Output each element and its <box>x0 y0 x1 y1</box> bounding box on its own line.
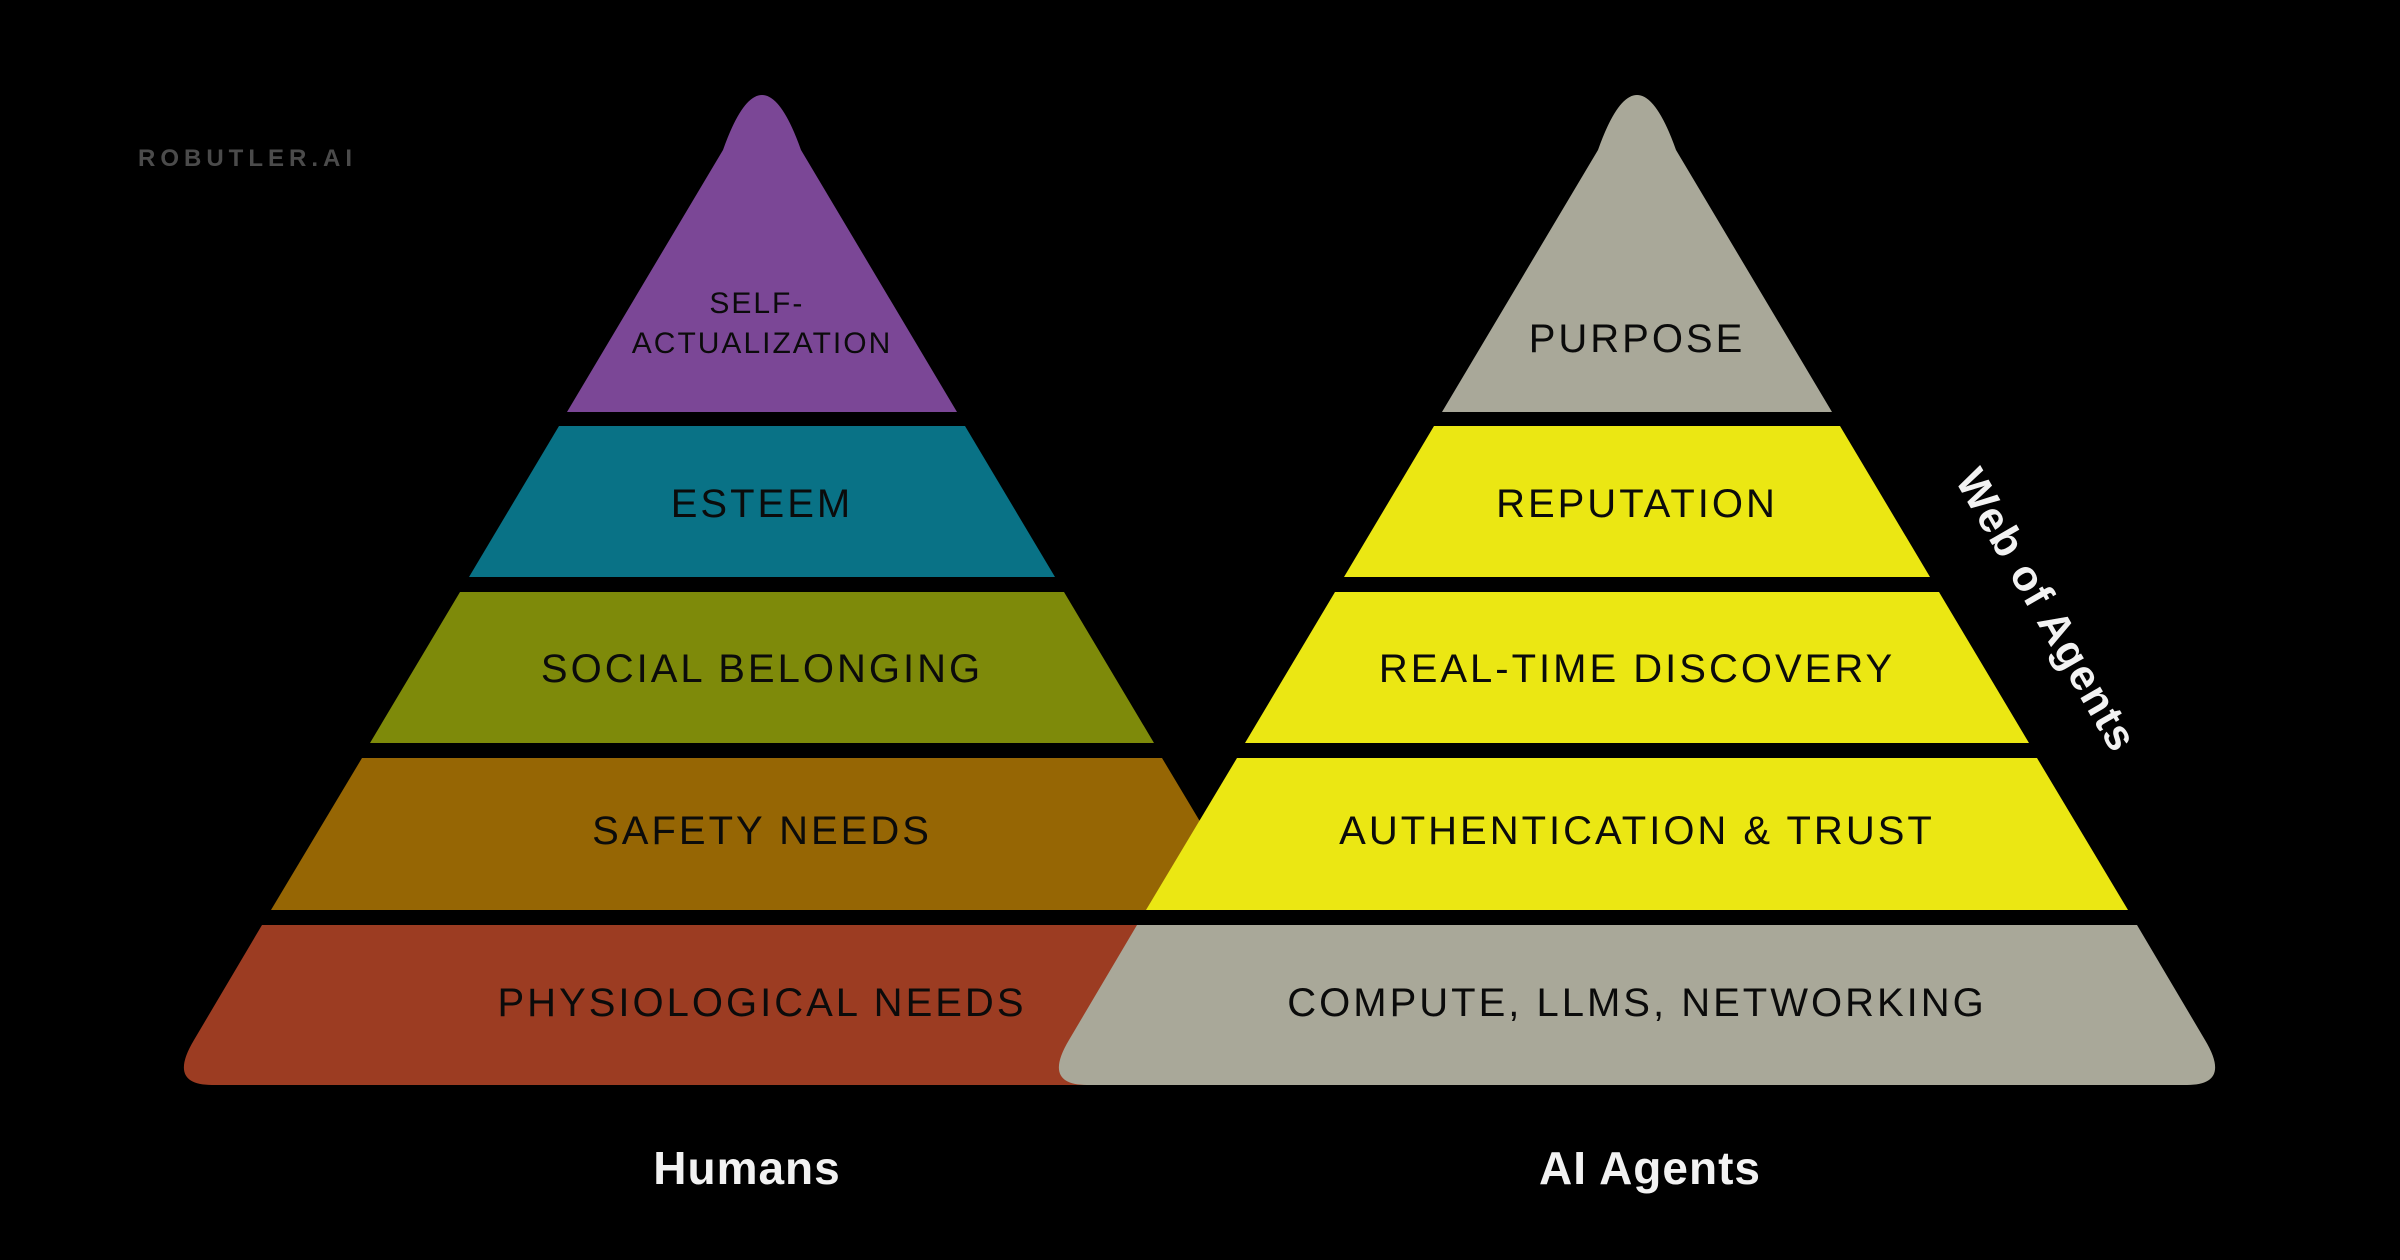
right-label-real-time-discovery: REAL-TIME DISCOVERY <box>1379 647 1895 691</box>
right-layer-purpose-shape <box>1442 95 1832 412</box>
left-pyramid-labels: SELF- ACTUALIZATION ESTEEM SOCIAL BELONG… <box>498 287 1027 1025</box>
right-label-authentication-trust: AUTHENTICATION & TRUST <box>1339 809 1935 853</box>
left-label-self-actualization-line1: SELF- <box>709 287 804 320</box>
left-pyramid <box>183 95 1357 1085</box>
left-layer-safety-needs-shape <box>271 758 1253 910</box>
left-layer-esteem-shape <box>469 426 1055 577</box>
right-label-reputation: REPUTATION <box>1496 482 1778 526</box>
left-label-safety-needs: SAFETY NEEDS <box>592 809 932 853</box>
left-layer-self-actualization-shape <box>567 95 957 412</box>
left-label-physiological-needs: PHYSIOLOGICAL NEEDS <box>498 981 1027 1025</box>
left-label-self-actualization: SELF- ACTUALIZATION <box>632 287 892 360</box>
humans-caption: Humans <box>653 1142 840 1194</box>
watermark-text: ROBUTLER.AI <box>138 145 357 172</box>
ai-agents-caption: AI Agents <box>1539 1142 1761 1194</box>
right-pyramid <box>1058 95 2216 1085</box>
left-layer-physiological-needs-shape <box>183 925 1357 1085</box>
right-label-purpose: PURPOSE <box>1529 317 1746 361</box>
right-layer-compute-llms-networking-shape <box>1058 925 2216 1085</box>
right-layer-authentication-trust-shape <box>1146 758 2128 910</box>
left-label-self-actualization-line2: ACTUALIZATION <box>632 327 892 360</box>
right-layer-reputation-shape <box>1344 426 1930 577</box>
right-label-compute-llms-networking: COMPUTE, LLMS, NETWORKING <box>1287 981 1987 1025</box>
left-label-esteem: ESTEEM <box>671 482 853 526</box>
left-label-social-belonging: SOCIAL BELONGING <box>541 647 983 691</box>
right-pyramid-labels: PURPOSE REPUTATION REAL-TIME DISCOVERY A… <box>1287 317 1987 1025</box>
left-layer-social-belonging-shape <box>370 592 1154 743</box>
right-layer-real-time-discovery-shape <box>1245 592 2029 743</box>
